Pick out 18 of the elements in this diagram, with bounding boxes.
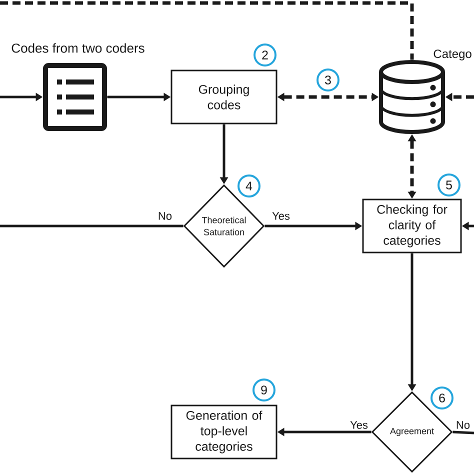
step-number: 6	[430, 386, 454, 410]
edge-label: Yes	[349, 420, 369, 430]
edge-label: No	[156, 211, 174, 221]
edge-label: No	[454, 420, 472, 430]
step-number: 9	[252, 378, 276, 402]
edge-label: Yes	[271, 211, 291, 221]
connector-line	[0, 224, 184, 228]
node-caption: Catego	[434, 50, 472, 60]
step-number: 5	[438, 174, 460, 196]
step-number: 2	[254, 44, 276, 66]
node-heading: Codes from two coders	[12, 43, 144, 53]
process-box: Generation of top-level categories	[170, 404, 278, 460]
dashed-line	[0, 1, 414, 60]
step-number: 3	[316, 68, 340, 92]
process-box: Checking for clarity of categories	[362, 198, 462, 254]
step-number: 4	[238, 174, 260, 198]
connector-line	[452, 430, 474, 434]
process-box: Grouping codes	[170, 70, 278, 124]
